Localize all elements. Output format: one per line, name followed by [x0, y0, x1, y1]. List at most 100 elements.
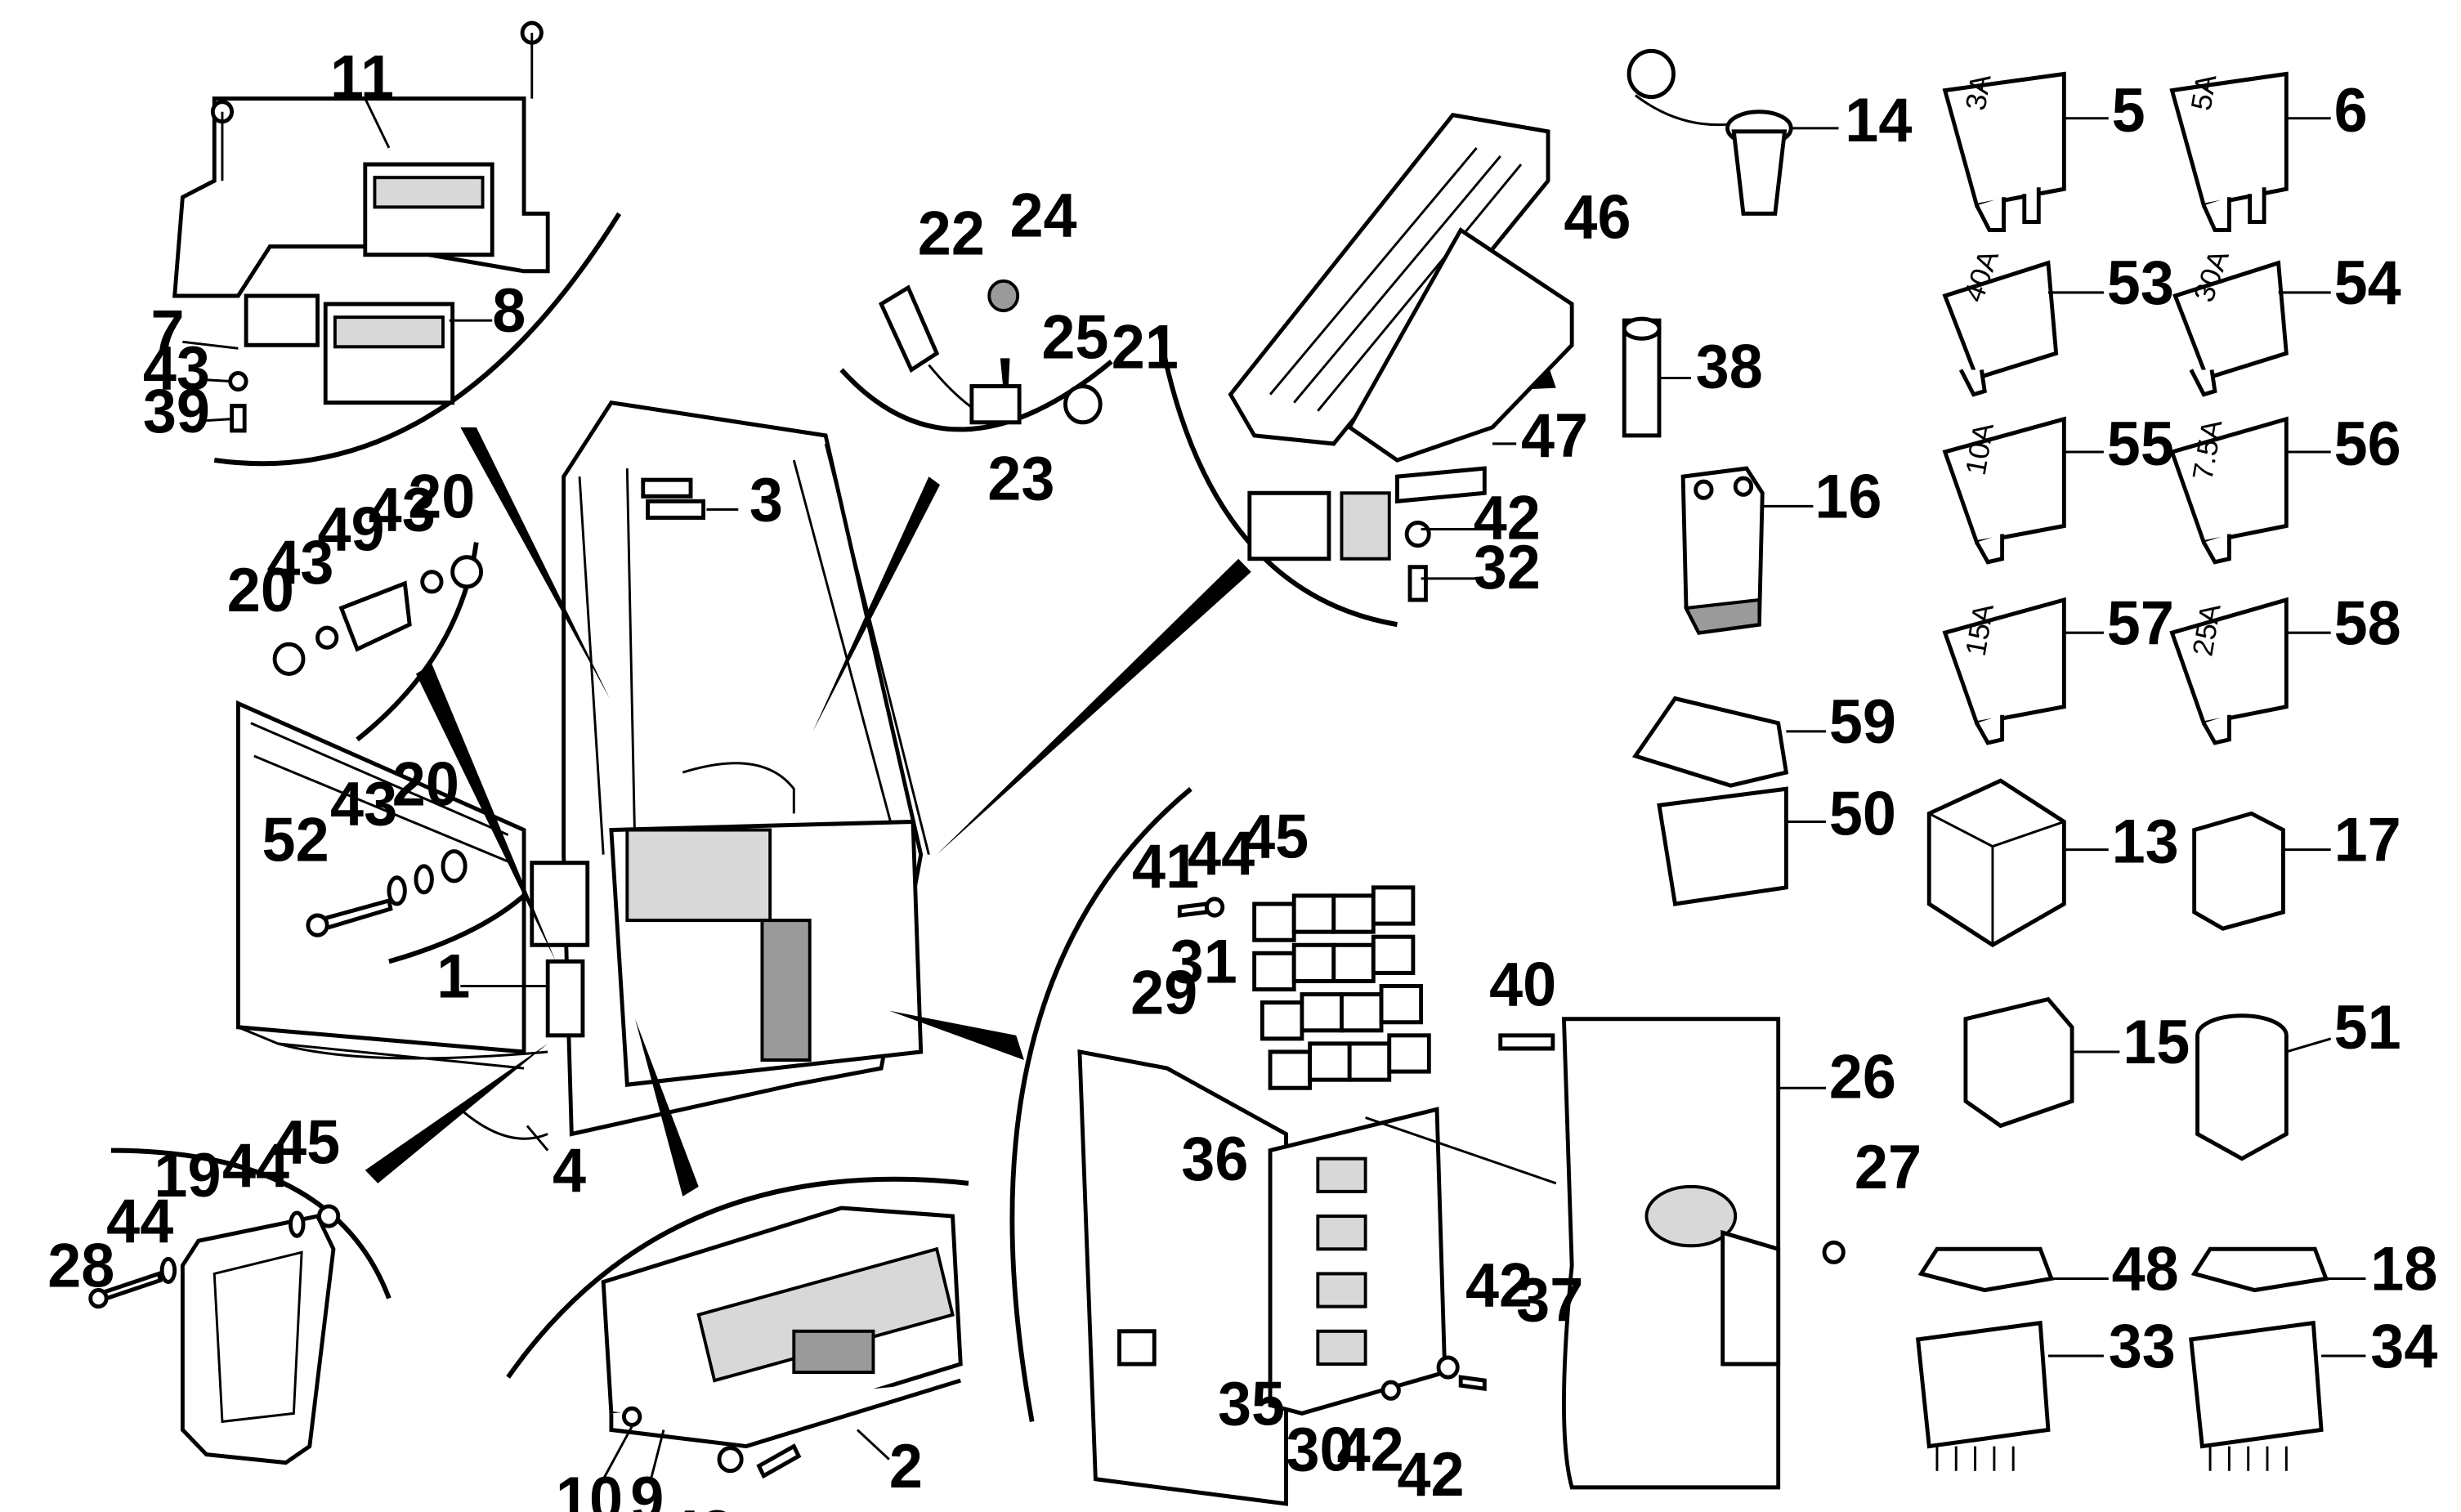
callout-18: 18	[2370, 1233, 2437, 1303]
fuse-rating-6: 5A	[2185, 71, 2222, 113]
component-relay-13	[1926, 778, 2066, 948]
callout-40: 40	[1489, 949, 1556, 1018]
callout-9: 9	[630, 1464, 664, 1512]
callout-1: 1	[436, 941, 470, 1010]
callout-22: 22	[918, 199, 985, 268]
callout-11: 11	[330, 42, 394, 111]
callout-42b: 42	[1465, 1250, 1533, 1319]
callout-8: 8	[492, 275, 526, 345]
fuse-53	[1942, 260, 2059, 397]
fuse-rating-5: 3A	[1959, 71, 1997, 113]
callout-38: 38	[1696, 331, 1763, 400]
callout-44b: 44	[222, 1130, 289, 1200]
callout-14: 14	[1845, 85, 1912, 154]
component-socket-14	[1626, 48, 1793, 216]
callout-57: 57	[2107, 588, 2174, 657]
detail-relay-bracket	[172, 20, 622, 467]
callout-43a: 43	[143, 333, 210, 402]
fuse-56	[2169, 416, 2289, 565]
callout-26: 26	[1829, 1041, 1896, 1111]
callout-10: 10	[556, 1464, 623, 1512]
callout-35: 35	[1218, 1368, 1285, 1438]
callout-25: 25	[1041, 302, 1108, 371]
detail-ecu-module	[506, 1176, 969, 1479]
fuse-55	[1942, 416, 2066, 565]
callout-19: 19	[154, 1140, 221, 1210]
relay-cluster	[1252, 885, 1431, 1090]
callout-29: 29	[1130, 958, 1197, 1027]
callout-49: 49	[318, 494, 385, 563]
callout-16: 16	[1814, 461, 1882, 530]
callout-53: 53	[2107, 248, 2174, 317]
callout-20c: 20	[392, 749, 459, 818]
leader-lines	[365, 358, 1556, 1197]
detail-isolator-mount	[272, 542, 484, 742]
callout-52: 52	[262, 805, 329, 875]
callout-2: 2	[889, 1431, 923, 1501]
callout-36: 36	[1181, 1124, 1248, 1193]
component-rocker-switch-33	[1915, 1320, 2051, 1471]
component-switch-cap-59	[1631, 696, 1789, 788]
callout-42a: 42	[1474, 482, 1541, 552]
callout-37: 37	[1516, 1265, 1583, 1335]
callout-43d: 43	[330, 768, 397, 838]
callout-43c: 43	[369, 474, 436, 544]
callout-31: 31	[1170, 926, 1237, 995]
callout-41: 41	[1132, 831, 1199, 901]
callout-44a: 44	[106, 1186, 173, 1255]
callout-45b: 45	[1242, 802, 1309, 871]
callout-44c: 44	[1188, 818, 1255, 888]
component-rocker-cap-48	[1917, 1246, 2055, 1293]
callout-21: 21	[1112, 311, 1179, 381]
detail-connector-socket	[839, 279, 1113, 432]
callout-23: 23	[987, 443, 1054, 512]
callout-34: 34	[2370, 1311, 2437, 1380]
fuse-5	[1942, 71, 2066, 233]
callout-6: 6	[2334, 75, 2368, 145]
callout-labels: 1 2 3 4 5 6 7 8 9 10 11 12 13 14 15 16 1…	[47, 42, 2437, 1512]
component-rocker-cap-18	[2190, 1246, 2329, 1293]
detail-grommet-frame	[88, 1147, 392, 1465]
callout-59: 59	[1829, 687, 1896, 756]
callout-45a: 45	[273, 1107, 340, 1177]
callout-50: 50	[1829, 778, 1896, 848]
callout-43b: 43	[266, 527, 333, 597]
callout-54: 54	[2334, 248, 2401, 317]
component-ignition-switch-51	[2195, 1013, 2289, 1161]
callout-42c: 42	[1337, 1415, 1404, 1484]
callout-17: 17	[2334, 805, 2401, 875]
callout-leaders	[182, 97, 2366, 1480]
detail-fuse-relay-panel	[1009, 786, 1846, 1506]
fuse-58	[2169, 597, 2289, 745]
callout-58: 58	[2334, 588, 2401, 657]
callout-55: 55	[2107, 409, 2174, 478]
component-relay-15	[1963, 996, 2074, 1129]
callout-46: 46	[1564, 181, 1631, 251]
callout-42d: 42	[1397, 1439, 1464, 1509]
callout-56: 56	[2334, 409, 2401, 478]
callout-43e: 43	[667, 1496, 734, 1512]
callout-51: 51	[2334, 992, 2401, 1062]
callout-7: 7	[151, 297, 185, 366]
cab-frame	[235, 400, 930, 1140]
component-switch-housing-50	[1657, 786, 1788, 906]
callout-12: 12	[723, 1500, 790, 1512]
callout-47: 47	[1521, 400, 1588, 470]
fuse-6	[2169, 71, 2289, 233]
callout-15: 15	[2123, 1007, 2190, 1076]
component-block-16	[1680, 466, 1765, 635]
fuse-group	[1942, 71, 2289, 745]
callout-30: 30	[1286, 1415, 1353, 1484]
callout-20a: 20	[227, 555, 294, 624]
callout-33: 33	[2109, 1311, 2176, 1380]
callout-20b: 20	[408, 461, 475, 530]
callout-27: 27	[1855, 1132, 1922, 1201]
callout-28: 28	[47, 1230, 114, 1300]
callout-13: 13	[2112, 807, 2179, 876]
fuse-54	[2172, 260, 2289, 397]
detail-bolt-washer	[306, 849, 526, 964]
detail-accelerator-pedal	[1157, 113, 1662, 628]
callout-32: 32	[1474, 532, 1541, 602]
fuse-57	[1942, 597, 2066, 745]
